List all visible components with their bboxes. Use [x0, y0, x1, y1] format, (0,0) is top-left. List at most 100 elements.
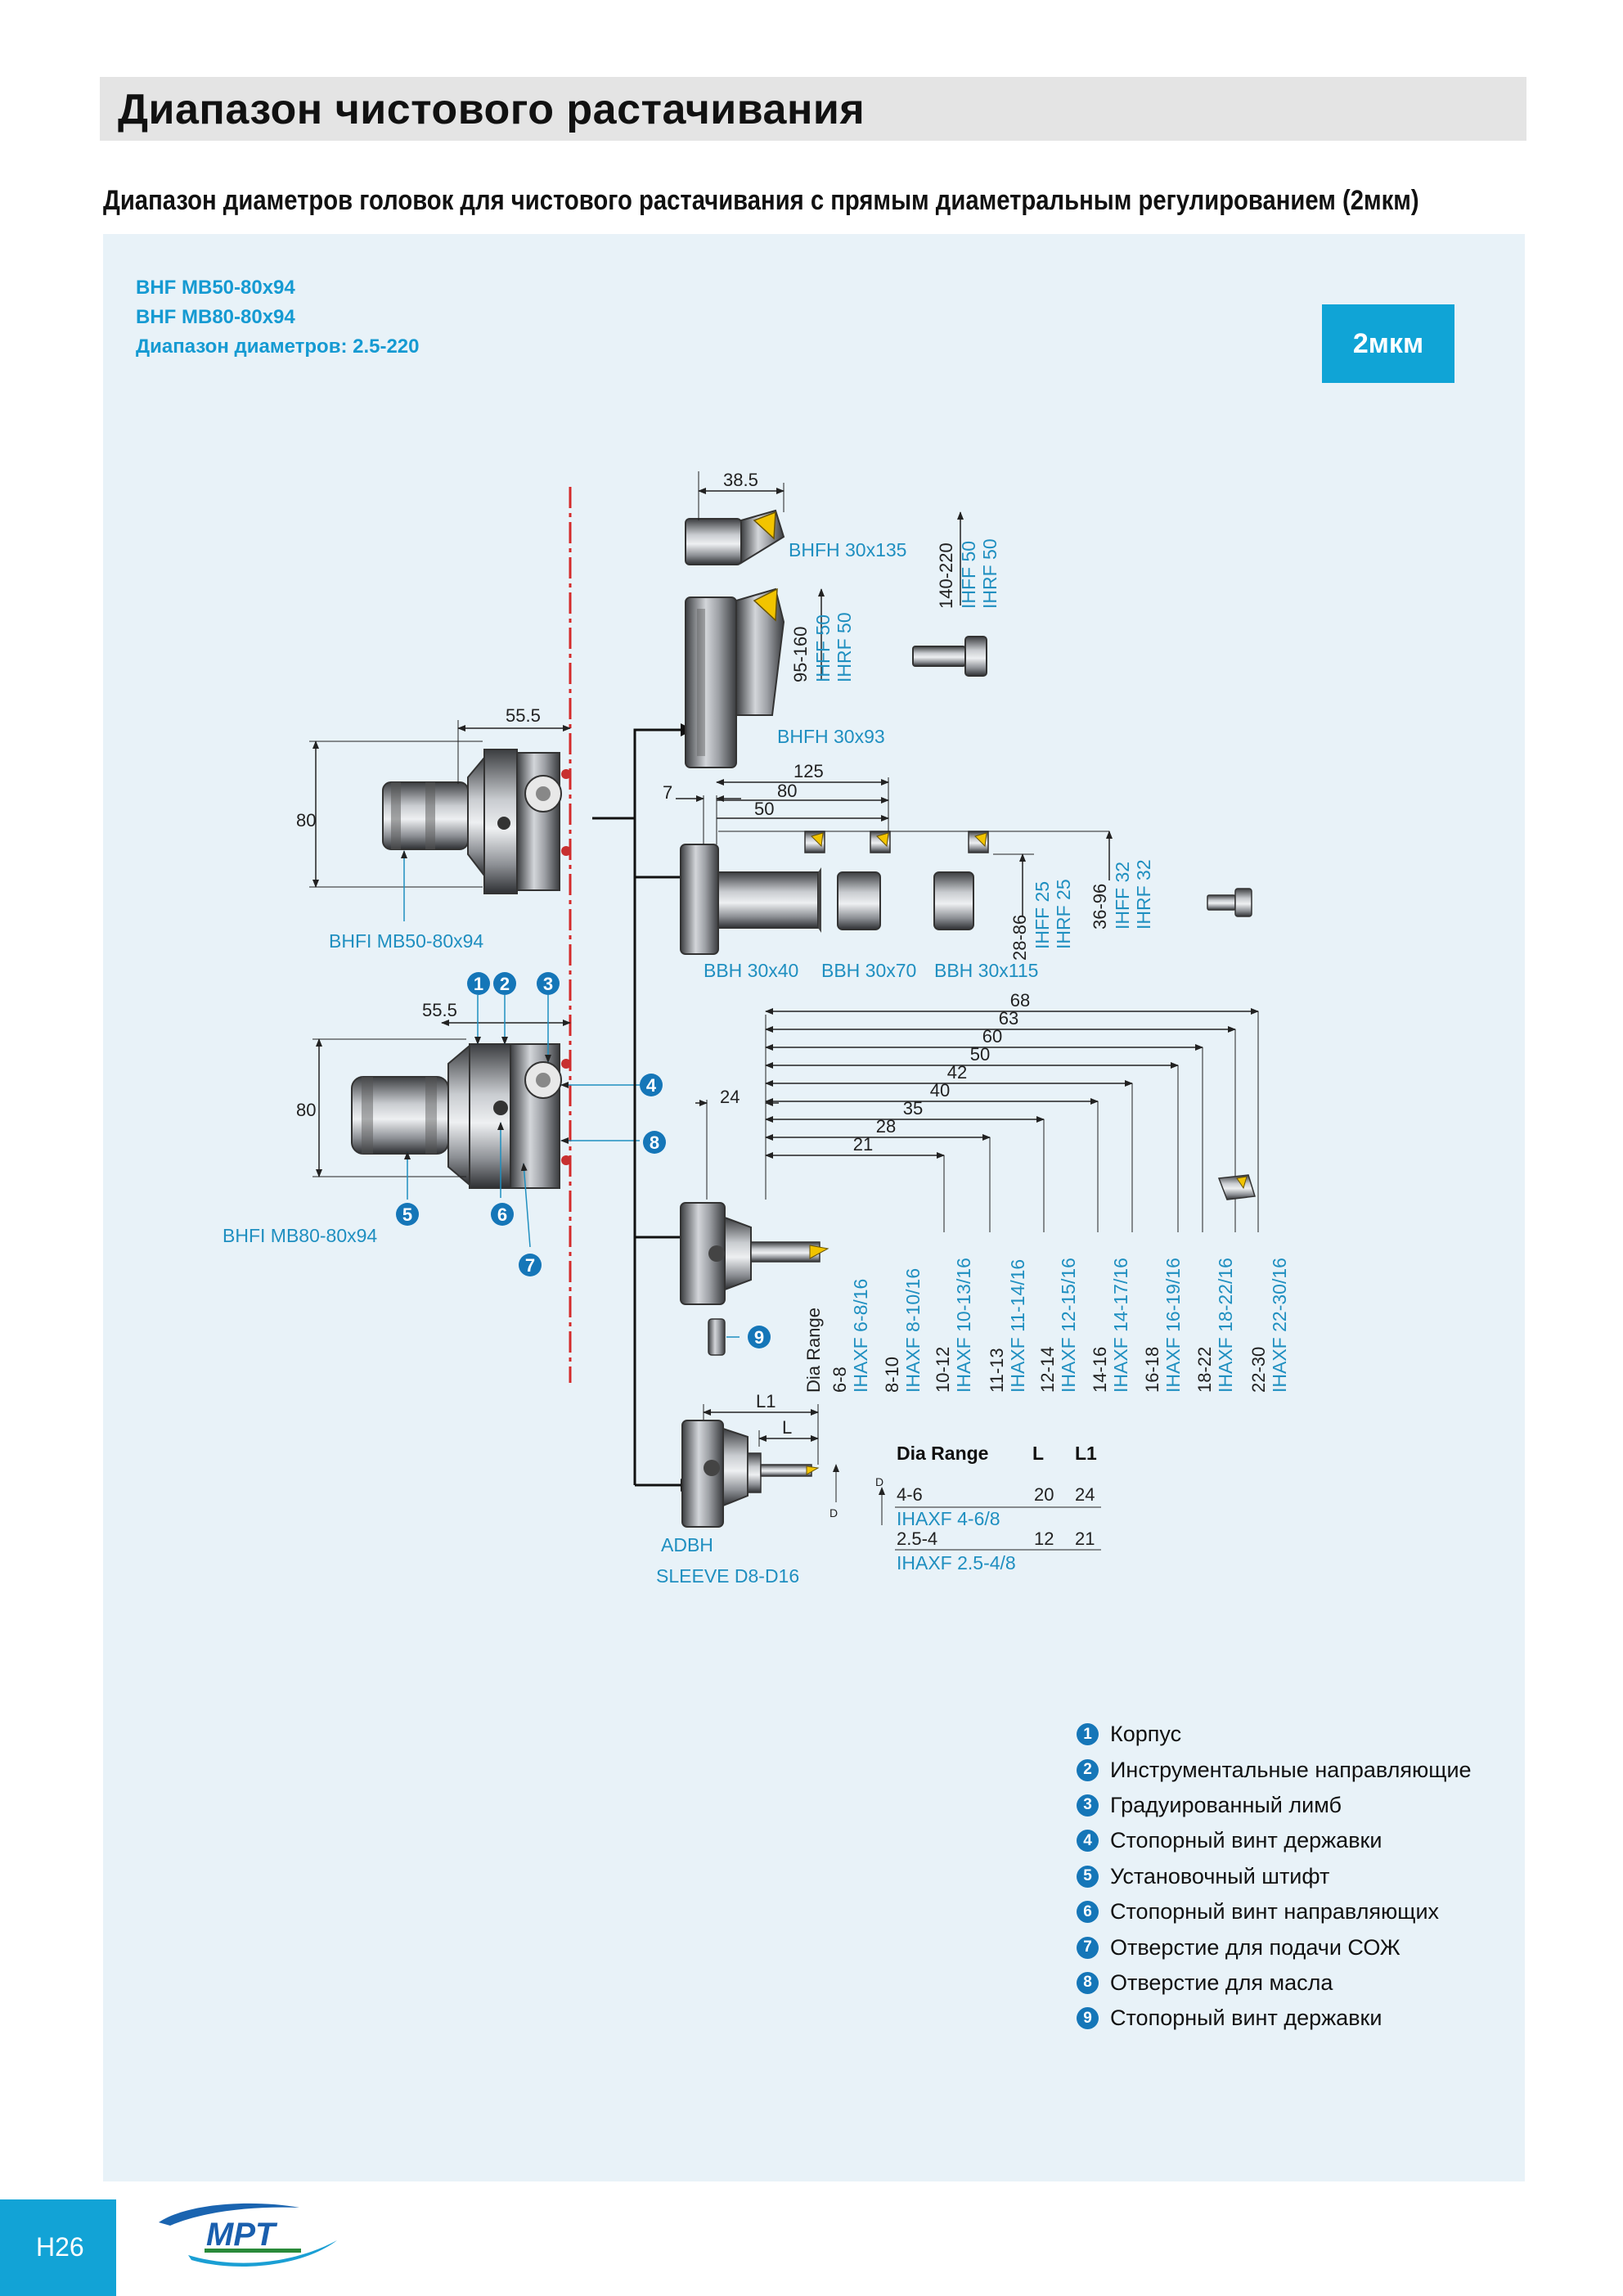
head-bhfi-mb80	[351, 1043, 571, 1189]
legend-text: Отверстие для подачи СОЖ	[1110, 1934, 1400, 1960]
bhfh-30x135-tool	[685, 509, 785, 565]
ihaxf-dim-value: 42	[947, 1062, 967, 1083]
ihaxf-dim-value: 21	[853, 1134, 873, 1155]
bhfh-r1-range: 140-220	[936, 542, 956, 609]
callout-9: 9	[748, 1326, 771, 1348]
bbh-30x115-insert-holder	[933, 871, 974, 930]
callout-2: 2	[493, 972, 516, 995]
legend-text: Градуированный лимб	[1110, 1792, 1342, 1817]
adbh-col-range: Dia Range	[897, 1443, 988, 1464]
bhfh-r1-ins1: IHFF 50	[958, 541, 979, 609]
legend-number: 8	[1077, 1971, 1099, 1994]
legend-number: 1	[1077, 1723, 1099, 1746]
series-line-1: BHF MB50-80x94	[136, 277, 295, 299]
adbh-name: ADBH	[661, 1534, 713, 1555]
svg-text:5: 5	[402, 1204, 412, 1225]
h2-name: BHFI MB80-80x94	[223, 1225, 377, 1246]
legend-item: 4 Стопорный винт державки	[1077, 1823, 1472, 1858]
legend-number: 3	[1077, 1794, 1099, 1817]
bbh-30x40-tool	[680, 844, 821, 955]
adbh-dim-d: D	[829, 1506, 838, 1519]
svg-text:9: 9	[754, 1327, 764, 1348]
precision-badge: 2мкм	[1322, 304, 1454, 383]
series-line-2: BHF MB80-80x94	[136, 306, 295, 328]
legend-number: 5	[1077, 1865, 1099, 1888]
bhfh-clamp-screw	[912, 636, 987, 677]
legend-text: Стопорный винт державки	[1110, 1828, 1382, 1853]
callout-1: 1	[467, 972, 490, 995]
legend-number: 4	[1077, 1830, 1099, 1853]
ihaxf-clamp-screw	[708, 1318, 726, 1356]
ihaxf-range: 16-18	[1142, 1347, 1162, 1393]
page-number: H26	[36, 2232, 84, 2262]
h1-name: BHFI MB50-80x94	[329, 930, 483, 952]
bbh-name-1: BBH 30x40	[704, 960, 798, 981]
adbh-row2-l: 12	[1034, 1528, 1054, 1549]
ihaxf-range: 10-12	[933, 1347, 953, 1393]
ihaxf-dia-range-label: Dia Range	[803, 1308, 824, 1393]
bhfh-r1-ins2: IHRF 50	[979, 538, 1000, 609]
svg-text:3: 3	[543, 974, 553, 994]
bbh-small-inserts	[804, 831, 989, 853]
adbh-row2-insert: IHAXF 2.5-4/8	[897, 1552, 1016, 1573]
ihaxf-range: 14-16	[1090, 1347, 1110, 1393]
series-line-3: Диапазон диаметров: 2.5-220	[136, 335, 420, 358]
adbh-d-mark: D	[875, 1475, 883, 1488]
svg-text:8: 8	[650, 1132, 659, 1153]
callout-7: 7	[519, 1254, 542, 1276]
adbh-sleeve: SLEEVE D8-D16	[656, 1565, 799, 1587]
ihaxf-range: 22-30	[1248, 1347, 1269, 1393]
adbh-row2-range: 2.5-4	[897, 1528, 937, 1549]
callout-leaders	[404, 995, 740, 1338]
adbh-holder	[681, 1420, 820, 1528]
title-bar: Диапазон чистового растачивания	[100, 77, 1526, 141]
adbh-row1-insert: IHAXF 4-6/8	[897, 1508, 1000, 1529]
svg-text:4: 4	[646, 1075, 657, 1096]
bbh-dim-50: 50	[754, 799, 774, 819]
ihaxf-insert: IHAXF 12-15/16	[1058, 1258, 1079, 1393]
bhfh-name-2: BHFH 30x93	[777, 726, 885, 747]
legend-text: Инструментальные направляющие	[1110, 1757, 1472, 1782]
bbh-30x70-insert-holder	[837, 871, 881, 930]
ihaxf-dim-value: 40	[930, 1080, 950, 1101]
callout-8: 8	[643, 1131, 666, 1154]
ihaxf-dim-value: 35	[903, 1098, 923, 1119]
h2-dim-length: 55.5	[422, 1000, 457, 1020]
h1-dim-length: 55.5	[506, 705, 541, 726]
adbh-col-l1: L1	[1075, 1443, 1097, 1464]
adbh-dim-l: L	[782, 1417, 792, 1438]
callout-6: 6	[491, 1203, 514, 1226]
adbh-row1-range: 4-6	[897, 1484, 923, 1505]
bbh-dim-80: 80	[777, 781, 797, 801]
adbh-row2-l1: 21	[1075, 1528, 1095, 1549]
bbh-dim-125: 125	[794, 761, 824, 781]
page-tab: H26	[0, 2199, 116, 2296]
ihaxf-range: 18-22	[1194, 1347, 1215, 1393]
ihaxf-dim-value: 60	[982, 1026, 1002, 1047]
h2-dim-height: 80	[296, 1100, 316, 1120]
connector-arrows	[681, 723, 694, 1492]
bbh-r2-range: 36-96	[1090, 884, 1110, 930]
ihaxf-range: 8-10	[882, 1357, 902, 1393]
ihaxf-dim-24: 24	[720, 1087, 740, 1107]
ihaxf-boring-bar-small	[1217, 1174, 1256, 1200]
adbh-col-l: L	[1032, 1443, 1044, 1464]
bbh-r1-ins2: IHRF 25	[1053, 879, 1074, 949]
ihaxf-range: 12-14	[1037, 1347, 1058, 1393]
section-subtitle: Диапазон диаметров головок для чистового…	[103, 185, 1419, 216]
company-logo: MPT	[159, 2203, 337, 2267]
ihaxf-dim-value: 63	[999, 1008, 1018, 1029]
bbh-name-3: BBH 30x115	[934, 960, 1038, 981]
callout-5: 5	[396, 1203, 419, 1226]
bbh-clamp-screw	[1207, 888, 1252, 917]
bhfh-dim-385: 38.5	[723, 470, 758, 490]
svg-text:6: 6	[497, 1204, 507, 1225]
head-bhfi-mb50	[382, 749, 571, 894]
